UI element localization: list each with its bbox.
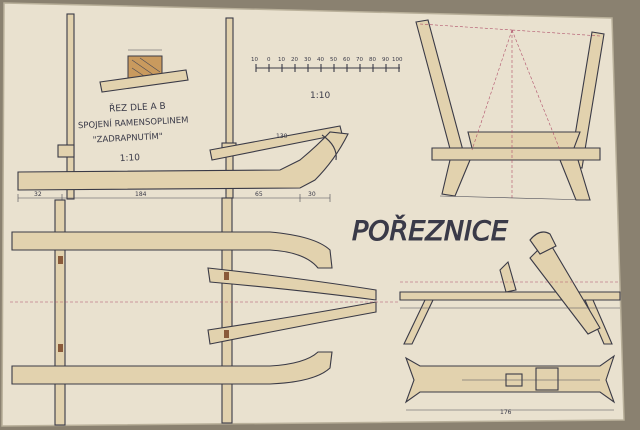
plan-left-stake bbox=[54, 199, 66, 426]
scale-bar-label: 1:10 bbox=[310, 91, 330, 101]
scale-tick-11: 100 bbox=[392, 57, 403, 63]
dim-176: 176 bbox=[500, 409, 512, 416]
plan-arm-bottom bbox=[207, 301, 377, 345]
drawing-title: POŘEZNICE bbox=[352, 215, 508, 247]
dim-30: 30 bbox=[308, 191, 316, 198]
scale-bar: 10 0 10 20 30 40 50 60 70 80 90 100 1:10 bbox=[251, 57, 403, 101]
dim-130: 130 bbox=[276, 133, 288, 140]
scale-tick-9: 80 bbox=[369, 57, 376, 63]
detail-plan-view: 176 bbox=[404, 354, 616, 416]
scale-tick-1: 0 bbox=[267, 57, 271, 63]
section-label-line3: "ZADRAPNUTÍM" bbox=[92, 130, 163, 146]
plan-runner-bottom bbox=[11, 351, 333, 385]
scale-tick-3: 20 bbox=[291, 57, 298, 63]
dim-65: 65 bbox=[255, 191, 263, 198]
scale-tick-7: 60 bbox=[343, 57, 350, 63]
scale-tick-10: 90 bbox=[382, 57, 389, 63]
scale-tick-8: 70 bbox=[356, 57, 363, 63]
dim-32: 32 bbox=[34, 191, 42, 198]
section-detail bbox=[99, 49, 189, 93]
scale-tick-6: 50 bbox=[330, 57, 337, 63]
dim-184: 184 bbox=[135, 191, 147, 198]
section-label-scale: 1:10 bbox=[119, 153, 140, 164]
plan-runner-top bbox=[11, 231, 333, 269]
section-label: ŘEZ DLE A B SPOJENÍ RAMENSOPLINEM "ZADRA… bbox=[78, 101, 189, 164]
plan-view bbox=[10, 197, 400, 426]
plan-right-stake bbox=[221, 197, 233, 424]
scale-tick-4: 30 bbox=[304, 57, 311, 63]
front-view bbox=[415, 19, 605, 201]
scale-tick-5: 40 bbox=[317, 57, 324, 63]
detail-side-view bbox=[399, 231, 621, 345]
scale-tick-0: 10 bbox=[251, 57, 258, 63]
side-view: 32 184 65 30 130 bbox=[17, 13, 349, 202]
scale-tick-2: 10 bbox=[278, 57, 285, 63]
paper-sheet bbox=[2, 3, 624, 426]
runner-beam bbox=[17, 131, 349, 191]
front-crossbeam bbox=[431, 147, 601, 161]
left-stake bbox=[66, 13, 75, 200]
section-label-line1: ŘEZ DLE A B bbox=[109, 101, 166, 115]
plan-arm-top bbox=[207, 267, 377, 301]
